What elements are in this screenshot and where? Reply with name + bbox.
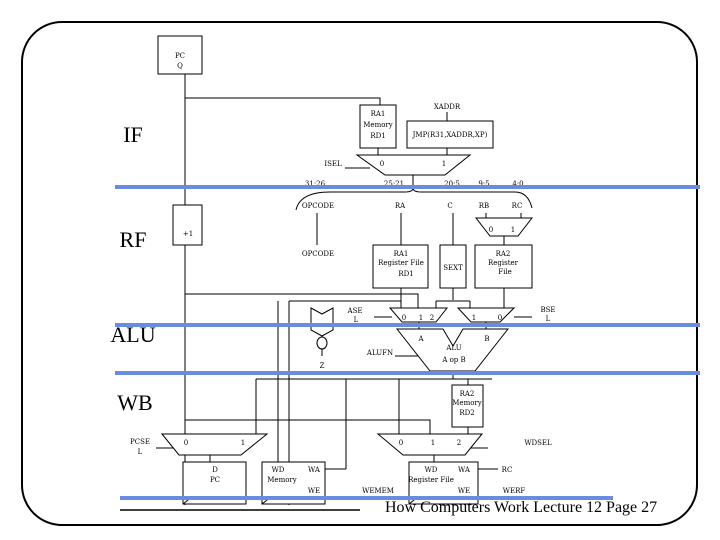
svg-text:WDSEL: WDSEL [524, 439, 552, 447]
svg-text:RA2: RA2 [496, 250, 511, 258]
jmp-box: JMP(R31,XADDR,XP) [406, 120, 494, 149]
svg-text:RD1: RD1 [370, 132, 385, 140]
svg-text:RC: RC [512, 202, 523, 210]
svg-text:4:0: 4:0 [512, 180, 523, 188]
alu-unit: A B ALU A op B ALUFN [366, 328, 510, 372]
svg-text:RA2: RA2 [460, 390, 475, 398]
svg-text:0: 0 [498, 314, 502, 322]
svg-text:D: D [212, 466, 218, 474]
svg-text:0: 0 [489, 226, 493, 234]
svg-text:Memory: Memory [452, 399, 482, 407]
svg-text:1: 1 [241, 439, 245, 447]
plus1-box: +1 [172, 204, 203, 246]
svg-text:9:5: 9:5 [478, 180, 489, 188]
svg-text:L: L [354, 316, 359, 324]
svg-text:Z: Z [320, 362, 325, 370]
svg-text:WE: WE [458, 487, 470, 495]
svg-text:RA1: RA1 [394, 250, 409, 258]
opcode-out: OPCODE [302, 250, 334, 258]
svg-text:SEXT: SEXT [443, 264, 463, 272]
svg-text:Memory: Memory [363, 121, 393, 129]
svg-text:2: 2 [430, 314, 434, 322]
svg-text:20:5: 20:5 [444, 180, 460, 188]
svg-text:B: B [484, 335, 489, 343]
svg-text:RD1: RD1 [398, 270, 413, 278]
stage-wb: WB [117, 390, 152, 415]
svg-text:WD: WD [425, 466, 438, 474]
svg-text:RD2: RD2 [459, 409, 474, 417]
svg-text:WA: WA [308, 466, 321, 474]
stage-if: IF [123, 122, 143, 147]
svg-text:RA: RA [395, 202, 406, 210]
rb-rc-mux: 0 1 [474, 217, 534, 237]
stage-separators [115, 185, 700, 500]
svg-text:Register File: Register File [408, 476, 454, 484]
svg-text:31:26: 31:26 [305, 180, 326, 188]
svg-text:Register: Register [488, 259, 519, 267]
svg-text:File: File [498, 268, 511, 276]
svg-text:1: 1 [472, 314, 476, 322]
svg-text:1: 1 [442, 160, 446, 168]
svg-text:ALUFN: ALUFN [366, 349, 393, 357]
svg-text:0: 0 [402, 314, 406, 322]
xaddr-label: XADDR [434, 103, 461, 111]
svg-text:RB: RB [479, 202, 489, 210]
svg-text:RC: RC [502, 466, 513, 474]
instruction-fields: 31:26 25:21 20:5 9:5 4:0 OPCODE RA C RB … [302, 180, 524, 210]
bsel-mux: BSE L 1 0 [456, 306, 556, 323]
svg-text:ASE: ASE [347, 307, 363, 315]
svg-text:BSE: BSE [540, 306, 555, 314]
svg-text:0: 0 [399, 439, 403, 447]
slide-border [21, 21, 698, 526]
svg-text:1: 1 [431, 439, 435, 447]
svg-text:L: L [546, 315, 551, 323]
svg-text:WD: WD [272, 466, 285, 474]
data-memory-read: RA2 Memory RD2 [451, 384, 484, 428]
svg-text:0: 0 [380, 160, 384, 168]
svg-text:2: 2 [457, 439, 461, 447]
instruction-memory: RA1 Memory RD1 [359, 104, 397, 149]
svg-text:JMP(R31,XADDR,XP): JMP(R31,XADDR,XP) [412, 131, 488, 139]
svg-text:Q: Q [177, 62, 183, 70]
wdsel-mux: WDSEL 0 1 2 [376, 433, 552, 456]
svg-text:ALU: ALU [445, 344, 461, 352]
isel-mux: ISEL 0 1 [324, 154, 472, 176]
svg-text:1: 1 [419, 314, 423, 322]
zero-detect: Z [310, 307, 334, 370]
svg-text:A: A [417, 335, 424, 343]
svg-text:WEMEM: WEMEM [362, 487, 394, 495]
svg-text:+1: +1 [183, 230, 193, 238]
svg-text:PC: PC [175, 52, 185, 60]
register-file-read2: RA2 Register File [474, 244, 533, 289]
svg-text:PC: PC [210, 476, 220, 484]
svg-text:A op B: A op B [441, 356, 465, 364]
stage-rf: RF [120, 227, 147, 252]
svg-text:OPCODE: OPCODE [302, 202, 334, 210]
svg-text:25:21: 25:21 [384, 180, 404, 188]
svg-text:WE: WE [308, 487, 320, 495]
svg-text:Register File: Register File [378, 259, 424, 267]
svg-text:L: L [138, 448, 143, 456]
svg-text:Memory: Memory [267, 476, 297, 484]
svg-text:WA: WA [458, 466, 471, 474]
register-file-read1: RA1 Register File RD1 [372, 244, 429, 289]
svg-text:C: C [447, 202, 452, 210]
sext-box: SEXT [439, 244, 467, 289]
wires [156, 74, 533, 505]
pcsel-mux: PCSE L 0 1 [130, 433, 269, 456]
svg-text:PCSE: PCSE [130, 438, 150, 446]
footer-text: How Computers Work Lecture 12 Page 27 [385, 499, 657, 516]
svg-text:0: 0 [184, 439, 188, 447]
svg-text:1: 1 [511, 226, 515, 234]
svg-text:RA1: RA1 [371, 110, 386, 118]
pc-register-top: PC Q [157, 35, 203, 75]
asel-mux: ASE L 0 1 2 [347, 307, 449, 324]
svg-text:WERF: WERF [503, 487, 526, 495]
svg-text:ISEL: ISEL [324, 160, 342, 168]
